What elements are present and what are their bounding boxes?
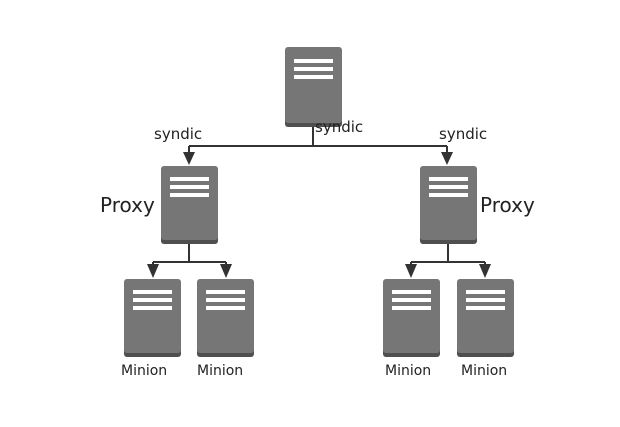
connector-proxy-right-to-minions	[410, 243, 486, 266]
connectors	[147, 126, 491, 278]
arrow-to-proxy-right	[441, 152, 453, 165]
edge-label-left: syndic	[154, 125, 203, 143]
arrow-to-proxy-left	[183, 152, 195, 165]
node-label-minion-4: Minion	[461, 363, 508, 379]
node-label-minion-1: Minion	[121, 363, 168, 379]
connector-proxy-left-to-minions	[152, 243, 227, 266]
connector-master-to-proxies	[188, 126, 448, 154]
arrow-to-minion-2	[220, 264, 232, 278]
server-icon-minion-3	[383, 279, 440, 357]
arrow-to-minion-1	[147, 264, 159, 278]
edge-label-master: syndic	[315, 118, 364, 136]
arrow-to-minion-4	[479, 264, 491, 278]
edge-label-right: syndic	[439, 125, 488, 143]
server-icon-master	[285, 47, 342, 127]
node-label-minion-3: Minion	[385, 363, 432, 379]
server-icon-minion-4	[457, 279, 514, 357]
server-icon-proxy-left	[161, 166, 218, 244]
node-label-minion-2: Minion	[197, 363, 244, 379]
arrow-to-minion-3	[405, 264, 417, 278]
server-icon-minion-1	[124, 279, 181, 357]
server-icon-minion-2	[197, 279, 254, 357]
server-icon-proxy-right	[420, 166, 477, 244]
node-label-proxy-left: Proxy	[100, 193, 155, 217]
node-label-proxy-right: Proxy	[480, 193, 535, 217]
